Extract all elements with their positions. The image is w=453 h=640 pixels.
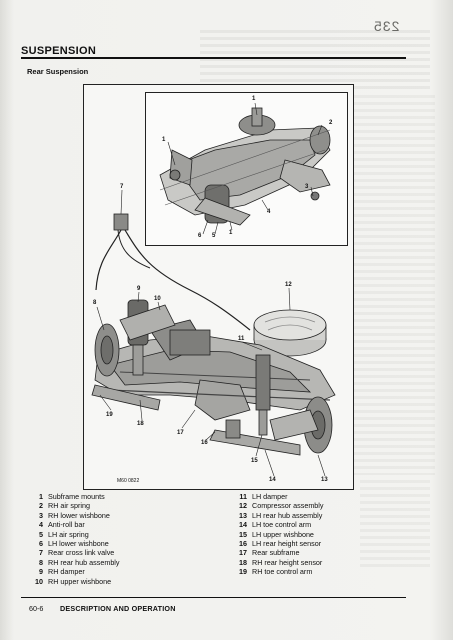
footer-section-title: DESCRIPTION AND OPERATION xyxy=(60,604,176,613)
footer-page-number: 60-6 xyxy=(29,604,44,613)
lh-hub-damper-drawing xyxy=(209,354,333,456)
callout-16: 16 xyxy=(201,440,208,446)
callout-17: 17 xyxy=(177,430,184,436)
callout-15: 15 xyxy=(251,458,258,464)
callout-19: 19 xyxy=(106,412,113,418)
callout-leaders xyxy=(96,102,326,477)
compressor-drawing xyxy=(253,309,327,357)
subsection-title: Rear Suspension xyxy=(27,67,89,76)
callout-9: 9 xyxy=(137,286,141,292)
callout-7: 7 xyxy=(120,184,124,190)
callout-1: 1 xyxy=(252,96,256,102)
figure-id: M60 0822 xyxy=(117,478,140,484)
callout-5: 5 xyxy=(212,233,216,239)
callout-11: 11 xyxy=(238,336,245,342)
header-rule xyxy=(21,57,406,59)
callout-8: 8 xyxy=(93,300,97,306)
callout-1: 1 xyxy=(229,230,233,236)
inset-subframe-drawing xyxy=(159,107,331,226)
callout-13: 13 xyxy=(321,477,328,483)
footer-rule xyxy=(21,597,406,598)
rh-hub-damper-drawing xyxy=(91,299,176,411)
callout-14: 14 xyxy=(269,477,276,483)
section-title: SUSPENSION xyxy=(21,45,97,57)
callout-12: 12 xyxy=(285,282,292,288)
callout-2: 2 xyxy=(329,120,333,126)
callout-1: 1 xyxy=(162,137,166,143)
callout-18: 18 xyxy=(137,421,144,427)
cross-link-valve-drawing xyxy=(95,213,251,331)
callout-4: 4 xyxy=(267,209,271,215)
callout-10: 10 xyxy=(154,296,161,302)
callout-6: 6 xyxy=(198,233,202,239)
callout-3: 3 xyxy=(305,184,309,190)
